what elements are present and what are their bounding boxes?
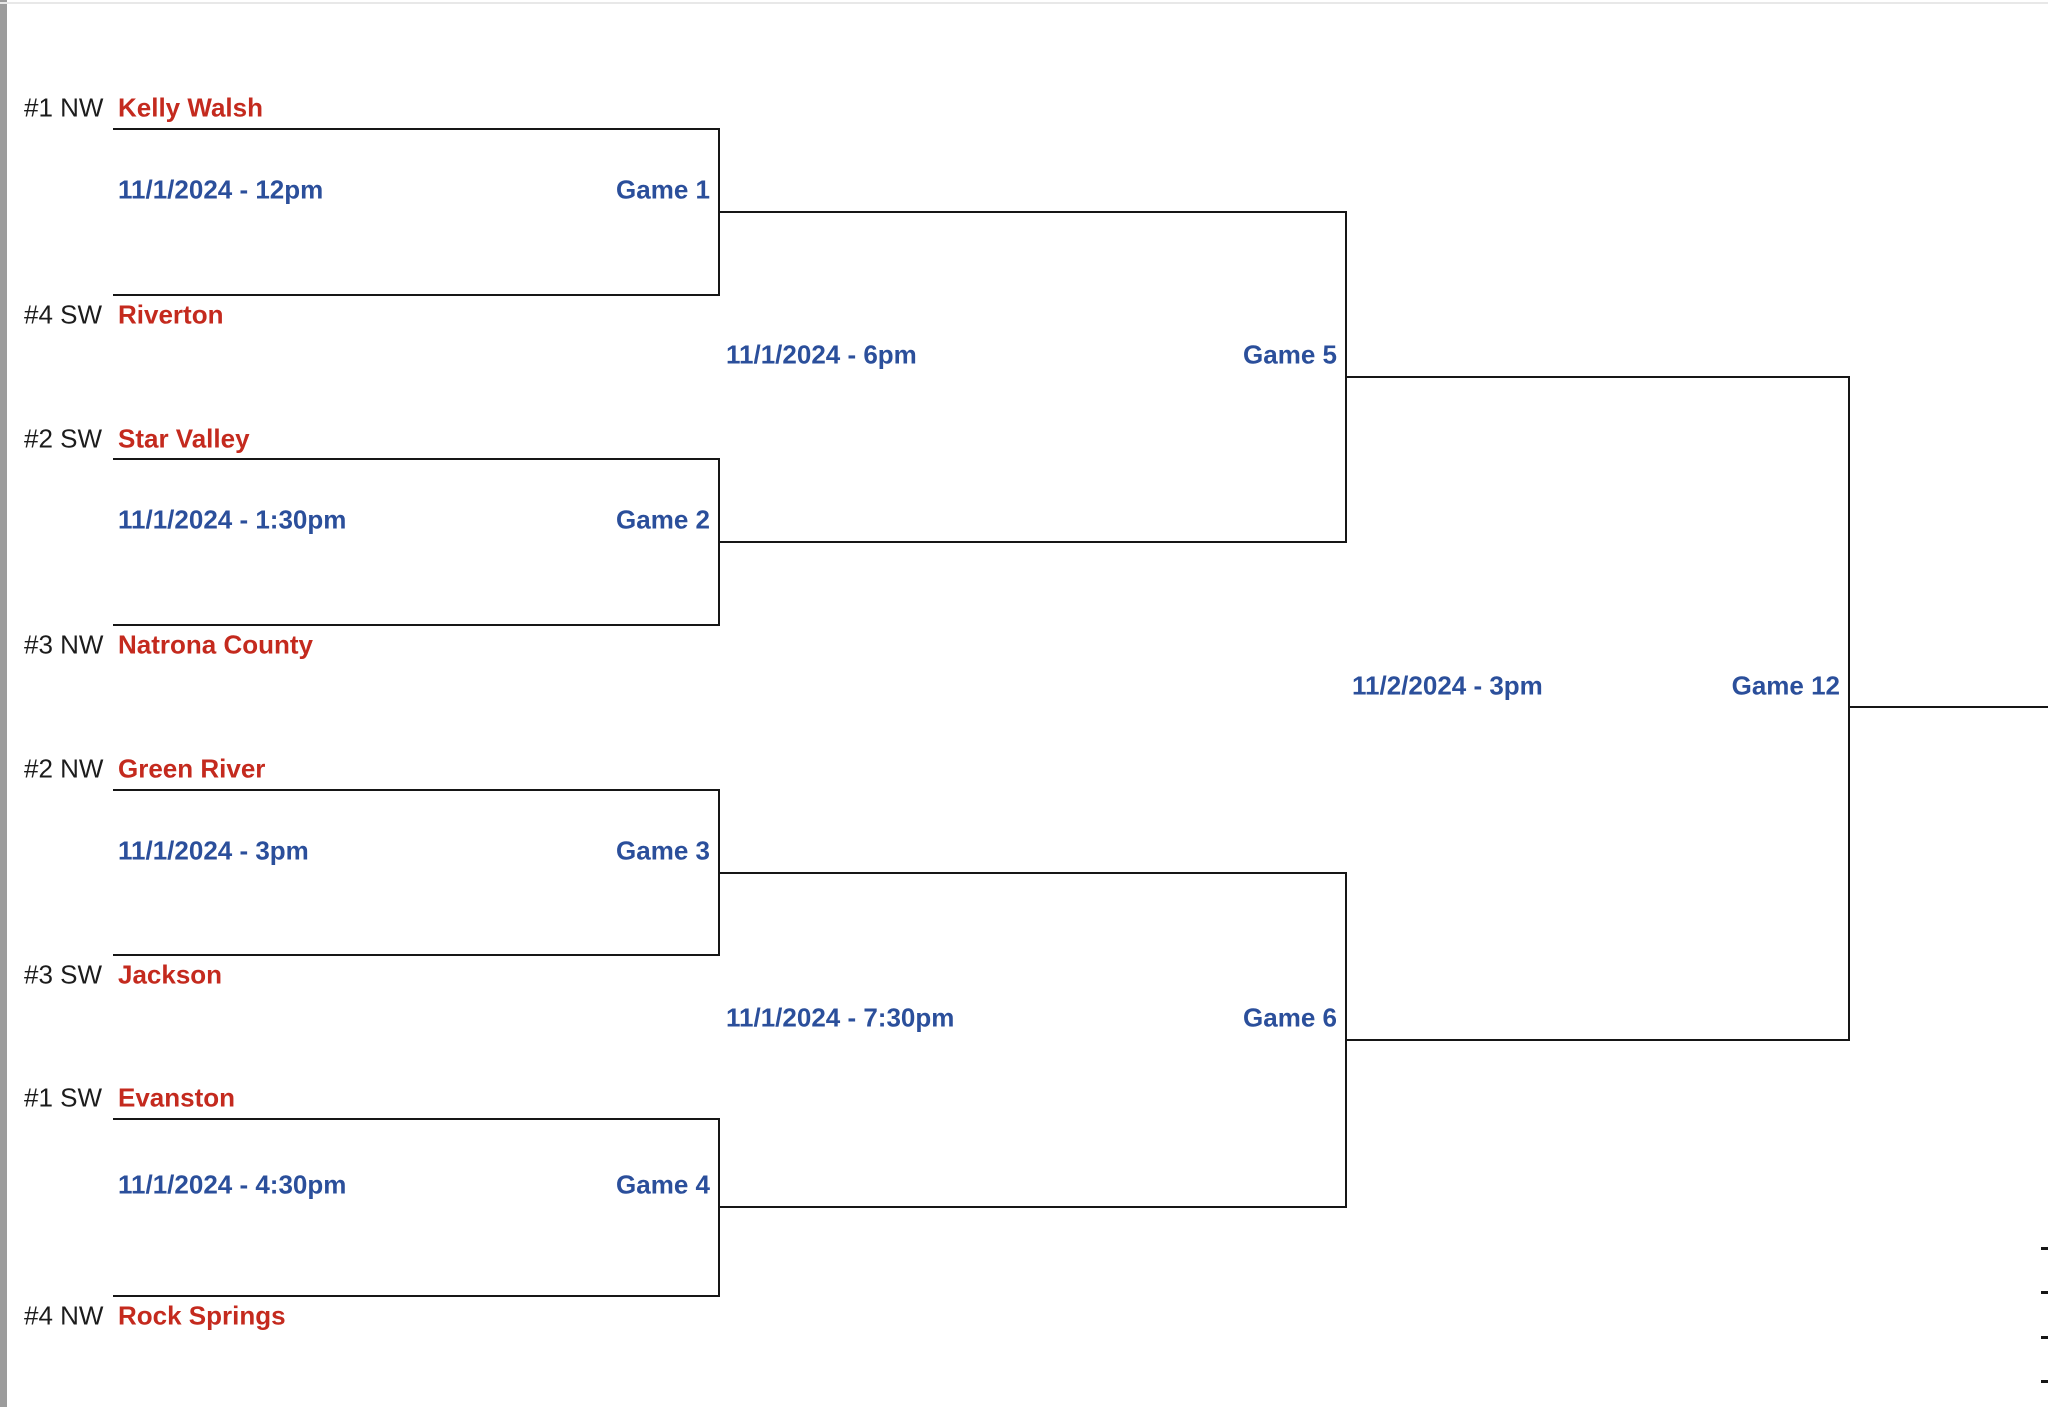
edge-line-stub: [2041, 1380, 2048, 1383]
game-connector-line: [1848, 706, 2048, 708]
game-connector-line: [718, 872, 1345, 874]
game-connector-line: [718, 541, 1345, 543]
game-label: Game 3: [616, 835, 710, 866]
team-seed: #4 SW: [24, 299, 103, 330]
team-line: [113, 624, 718, 626]
team-name: Kelly Walsh: [118, 92, 263, 123]
team-name: Green River: [118, 753, 266, 784]
game-label: Game 2: [616, 504, 710, 535]
game-datetime: 11/1/2024 - 6pm: [726, 339, 917, 370]
team-name: Riverton: [118, 299, 224, 330]
game-datetime: 11/1/2024 - 7:30pm: [726, 1002, 955, 1033]
team-seed: #2 SW: [24, 423, 103, 454]
game-label: Game 1: [616, 174, 710, 205]
game-connector-line: [1345, 376, 1848, 378]
team-line: [113, 458, 718, 460]
edge-line-stub: [2041, 1247, 2048, 1250]
game-label: Game 5: [1243, 339, 1337, 370]
game-label: Game 6: [1243, 1002, 1337, 1033]
team-name: Jackson: [118, 959, 223, 990]
game-connector-line: [718, 211, 1345, 213]
team-seed: #1 SW: [24, 1082, 103, 1113]
team-line: [113, 1118, 718, 1120]
edge-line-stub: [2041, 1336, 2048, 1339]
window-top-edge: [0, 2, 2048, 4]
game-datetime: 11/2/2024 - 3pm: [1352, 670, 1543, 701]
team-name: Rock Springs: [118, 1300, 286, 1331]
team-seed: #3 NW: [24, 629, 104, 660]
game-vertical-line: [1848, 376, 1850, 1041]
game-datetime: 11/1/2024 - 4:30pm: [118, 1169, 347, 1200]
game-label: Game 12: [1731, 670, 1840, 701]
team-line: [113, 294, 718, 296]
left-scrollbar-strip: [0, 0, 7, 1407]
team-line: [113, 789, 718, 791]
team-line: [113, 1295, 718, 1297]
team-seed: #2 NW: [24, 753, 104, 784]
game-datetime: 11/1/2024 - 1:30pm: [118, 504, 347, 535]
game-datetime: 11/1/2024 - 12pm: [118, 174, 324, 205]
team-name: Natrona County: [118, 629, 313, 660]
team-line: [113, 954, 718, 956]
team-seed: #4 NW: [24, 1300, 104, 1331]
team-seed: #3 SW: [24, 959, 103, 990]
team-seed: #1 NW: [24, 92, 104, 123]
game-connector-line: [1345, 1039, 1848, 1041]
game-label: Game 4: [616, 1169, 710, 1200]
team-name: Star Valley: [118, 423, 250, 454]
edge-line-stub: [2041, 1291, 2048, 1294]
game-connector-line: [718, 1206, 1345, 1208]
game-datetime: 11/1/2024 - 3pm: [118, 835, 309, 866]
team-name: Evanston: [118, 1082, 236, 1113]
team-line: [113, 128, 718, 130]
